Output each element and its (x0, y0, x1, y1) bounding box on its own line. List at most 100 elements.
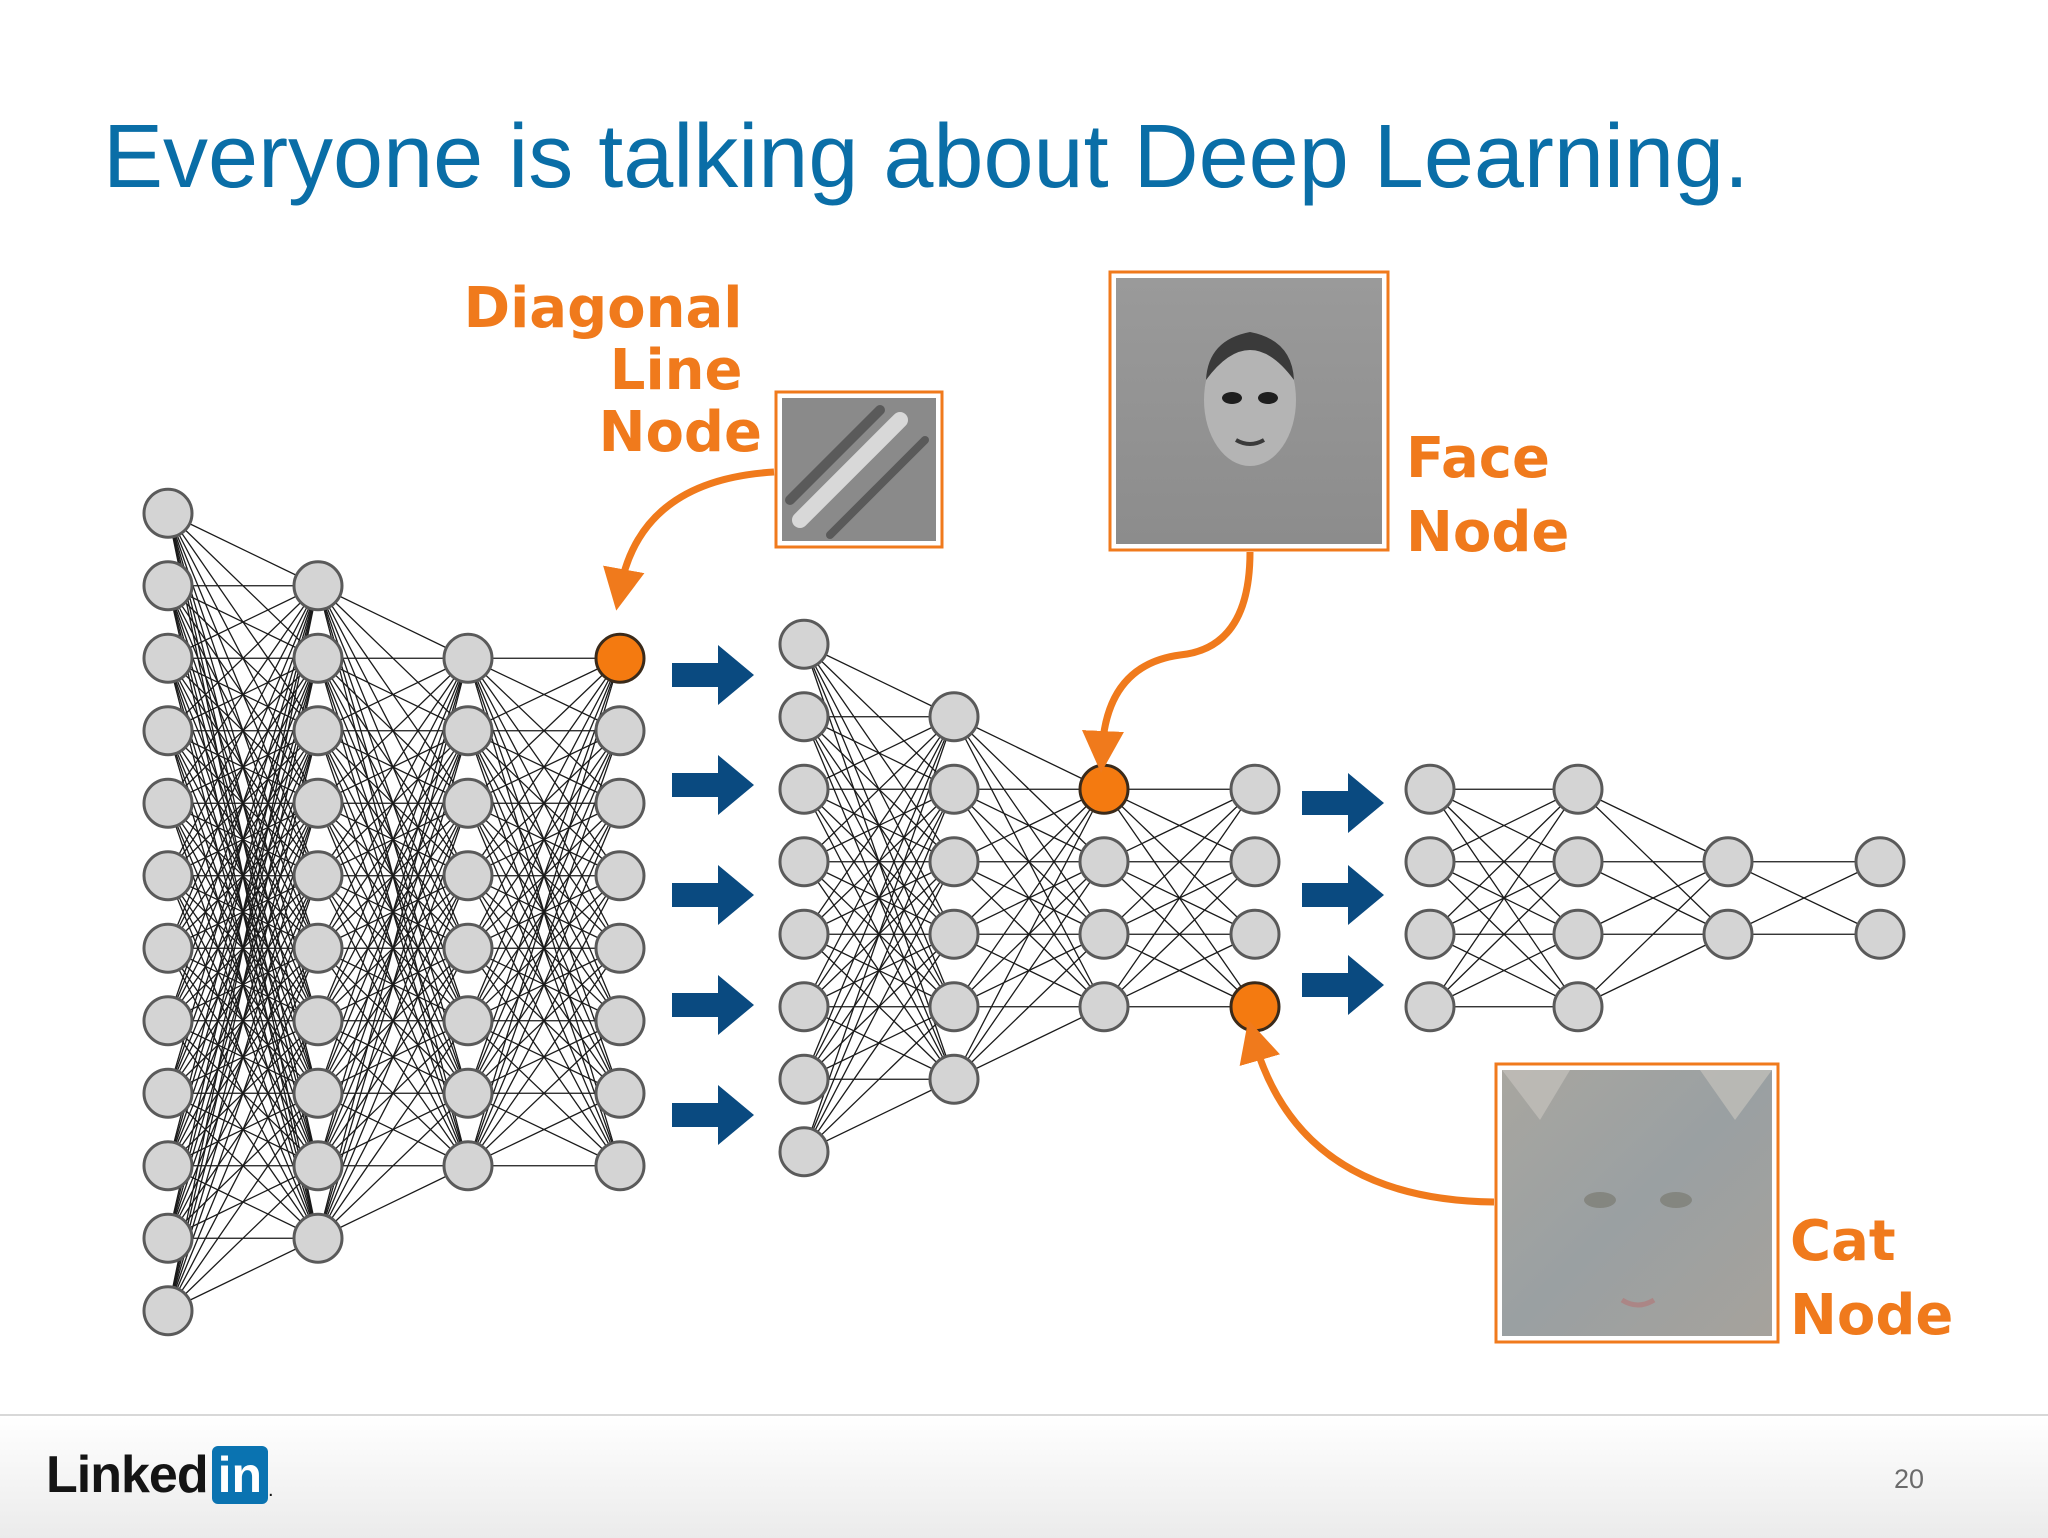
network-node (778, 908, 830, 960)
connection-line (803, 933, 955, 1153)
network-node (778, 981, 830, 1033)
connection-line (1103, 788, 1256, 1008)
network-node (292, 1212, 344, 1264)
connection-line (317, 658, 469, 1239)
network-node (1404, 763, 1456, 815)
face-callout-arrow (1081, 551, 1254, 773)
highlighted-node (594, 632, 646, 684)
network-node (594, 922, 646, 974)
connection-line (1103, 788, 1256, 863)
network-node (442, 1067, 494, 1119)
network-node (594, 995, 646, 1047)
diagonal-line-feature-image (774, 390, 944, 549)
connection-line (167, 585, 319, 949)
network-node (442, 995, 494, 1047)
connection-line (167, 585, 319, 1166)
network-node (292, 850, 344, 902)
connection-line (467, 657, 621, 1022)
network-node (442, 850, 494, 902)
connection-line (317, 585, 469, 659)
connection-line (167, 585, 319, 659)
connection-line (1577, 861, 1729, 935)
logo-text: Linked (46, 1446, 209, 1504)
connection-line (953, 861, 1105, 1080)
connection-line (317, 657, 469, 804)
connection-line (467, 802, 621, 1167)
connection-line (467, 658, 621, 1166)
connection-line (467, 1020, 621, 1167)
network-node (442, 1140, 494, 1192)
connection-line (317, 657, 469, 877)
connection-line (953, 1006, 1105, 1080)
connection-line (803, 861, 955, 1153)
connection-line (317, 1165, 469, 1239)
network-nodes (142, 487, 1906, 1337)
network-node (1229, 763, 1281, 815)
diagonal-callout-arrow (603, 468, 775, 611)
network-node (928, 908, 980, 960)
network-node (292, 560, 344, 612)
network-node (1552, 836, 1604, 888)
connection-line (467, 875, 621, 1167)
network-node (928, 836, 980, 888)
network-node (142, 560, 194, 612)
connection-line (317, 657, 469, 732)
connection-line (167, 1165, 319, 1312)
connection-line (167, 948, 319, 1311)
connection-line (953, 788, 1105, 1080)
connection-line (803, 789, 955, 1152)
network-node (1702, 908, 1754, 960)
linkedin-logo: Linked in . (46, 1444, 274, 1506)
connection-line (467, 1092, 621, 1167)
diagonal-label-line-1: Diagonal (464, 276, 743, 341)
network-node (778, 1126, 830, 1178)
network-node (1404, 981, 1456, 1033)
network-node (142, 777, 194, 829)
connection-line (1577, 933, 1729, 1008)
connection-line (317, 657, 469, 949)
connection-line (467, 947, 621, 1167)
network-node (142, 1067, 194, 1119)
network-node (928, 981, 980, 1033)
flow-arrow (1302, 773, 1384, 833)
network-node (142, 995, 194, 1047)
network-node (142, 1140, 194, 1192)
cat-feature-image (1494, 1062, 1780, 1344)
network-node (778, 691, 830, 743)
connection-line (1429, 861, 1579, 1008)
flow-arrow (672, 975, 754, 1035)
connection-line (467, 657, 621, 804)
network-node (778, 763, 830, 815)
network-node (1552, 981, 1604, 1033)
face-label-line-1: Face (1406, 426, 1550, 491)
network-node (1552, 763, 1604, 815)
network-node (594, 850, 646, 902)
network-node (1552, 908, 1604, 960)
connection-line (167, 1020, 319, 1312)
connection-line (317, 730, 469, 1239)
network-node (1404, 836, 1456, 888)
connection-line (803, 716, 955, 1080)
network-node (142, 705, 194, 757)
network-node (292, 777, 344, 829)
cat-callout-arrow (1239, 1019, 1495, 1206)
connection-line (803, 643, 955, 718)
diagonal-label-line-3: Node (599, 400, 762, 465)
logo-mark: . (268, 1479, 274, 1501)
network-node (142, 487, 194, 539)
network-node (292, 632, 344, 684)
network-node (1078, 981, 1130, 1033)
connection-line (1429, 788, 1579, 1008)
connection-line (1103, 861, 1256, 1008)
connection-line (167, 585, 319, 1094)
connection-line (803, 716, 955, 863)
logo-in-box: in (211, 1446, 269, 1504)
network-node (1702, 836, 1754, 888)
network-node (1404, 908, 1456, 960)
network-node (778, 618, 830, 670)
diagonal-line-node-label: Diagonal Line Node (464, 276, 762, 465)
connection-line (317, 875, 469, 1239)
connection-line (167, 512, 319, 587)
face-node-label: Face Node (1406, 426, 1569, 565)
network-node (1078, 836, 1130, 888)
